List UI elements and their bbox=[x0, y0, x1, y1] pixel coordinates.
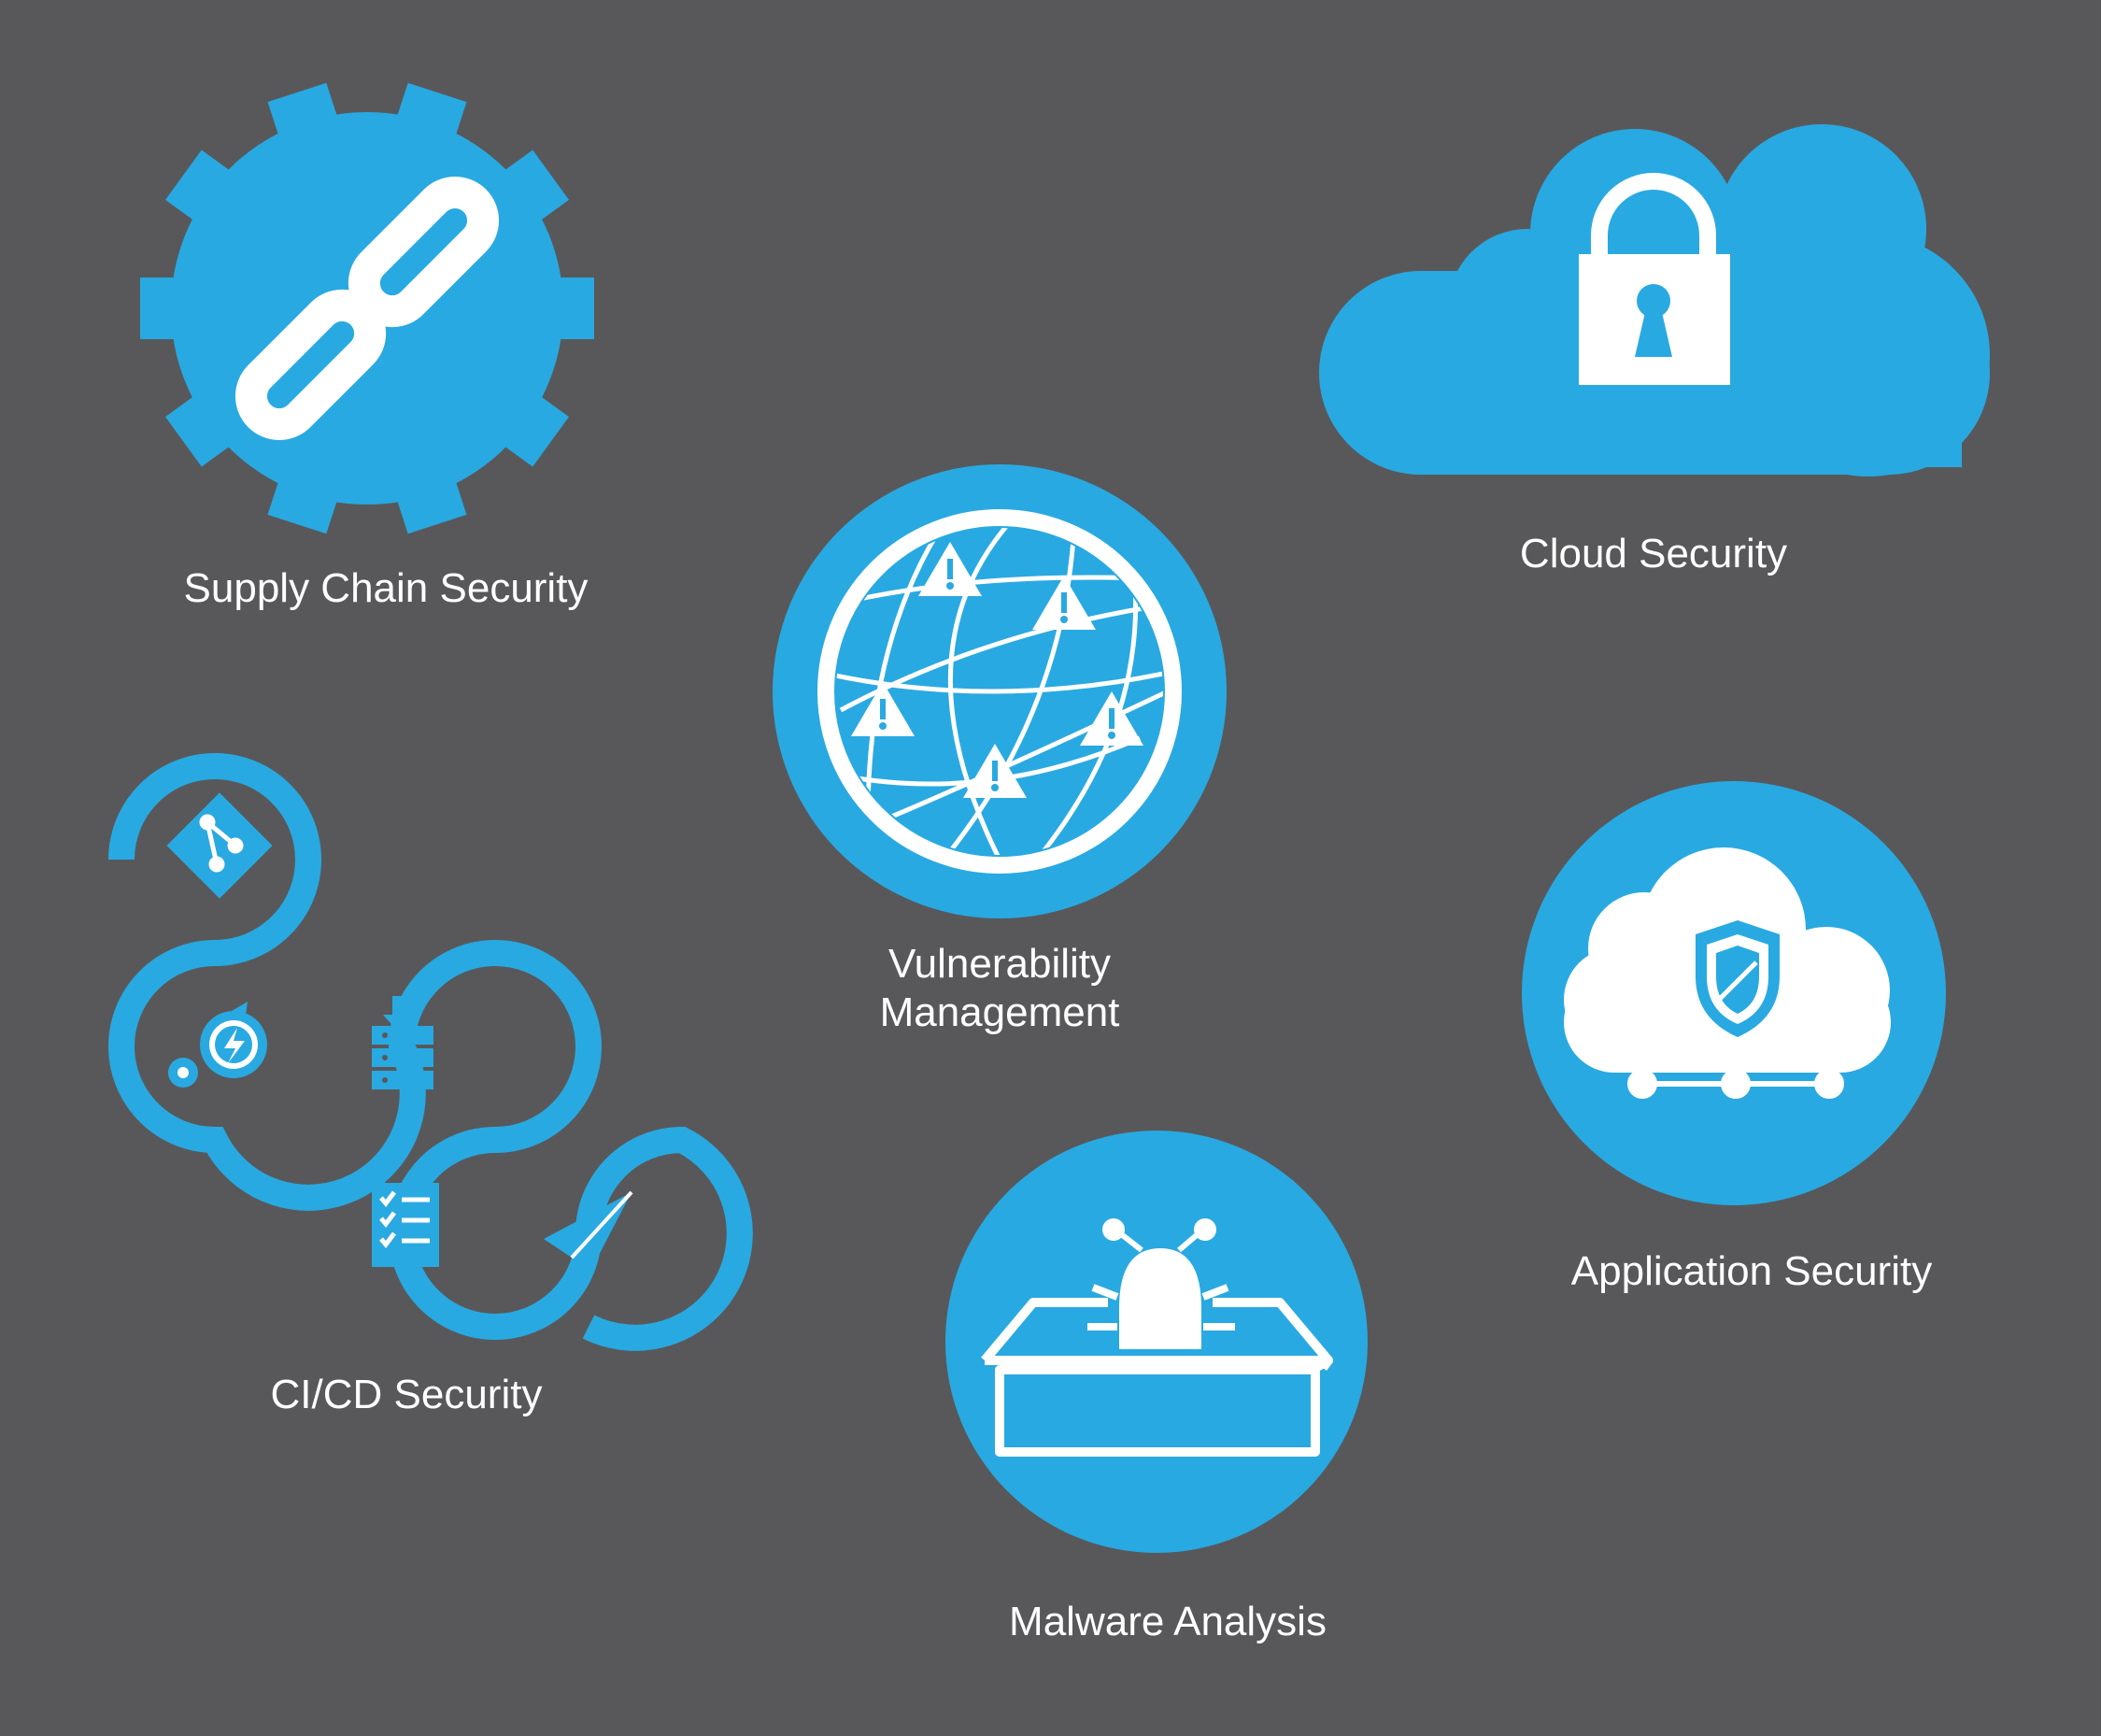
cloud-padlock-icon bbox=[1319, 124, 1990, 477]
warning-triangle-icon bbox=[918, 542, 982, 596]
cicd-security-label: CI/CD Security bbox=[270, 1372, 543, 1417]
warning-triangle-icon bbox=[963, 744, 1027, 798]
gear-chain-link-icon bbox=[140, 82, 594, 534]
pipeline-loop-icon bbox=[108, 753, 753, 1351]
cloud-shield-network-icon bbox=[1522, 781, 1946, 1205]
bug-in-box-icon bbox=[945, 1131, 1368, 1553]
vulnerability-label-line2: Management bbox=[879, 989, 1120, 1035]
deploy-storage-icon bbox=[372, 996, 433, 1089]
paper-plane-icon bbox=[544, 1190, 633, 1282]
malware-analysis-label: Malware Analysis bbox=[1009, 1599, 1327, 1644]
cloud-security-label: Cloud Security bbox=[1519, 531, 1788, 576]
supply-chain-security-label: Supply Chain Security bbox=[183, 565, 589, 611]
vulnerability-label-line1: Vulnerability bbox=[887, 941, 1112, 987]
warning-triangle-icon bbox=[1080, 691, 1143, 746]
git-branch-icon bbox=[166, 792, 273, 899]
globe-warning-icon bbox=[773, 464, 1227, 918]
warning-triangle-icon bbox=[1032, 576, 1096, 630]
vulnerability-management-label: Vulnerability Management bbox=[841, 940, 1158, 1037]
build-gear-icon bbox=[168, 1002, 267, 1088]
checklist-icon bbox=[372, 1183, 439, 1267]
application-security-label: Application Security bbox=[1570, 1248, 1933, 1294]
warning-triangle-icon bbox=[851, 682, 915, 736]
